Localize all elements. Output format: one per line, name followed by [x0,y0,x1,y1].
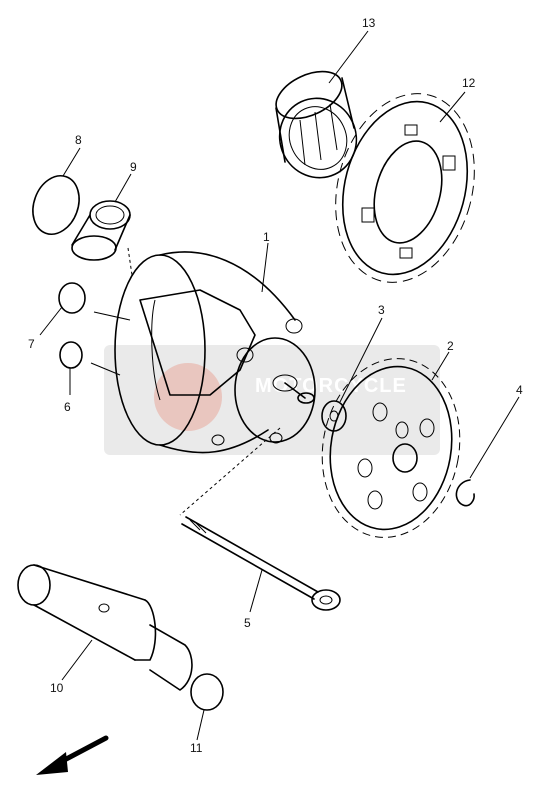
part-7-o-ring [58,282,86,314]
callout-1: 1 [263,230,270,244]
part-11-o-ring [190,673,224,711]
part-6-o-ring [59,341,83,369]
callout-12: 12 [462,76,476,90]
callout-4: 4 [516,383,523,397]
part-13-needle-bearing [275,70,358,179]
watermark-text: MOTORCYCLE [255,375,407,397]
part-4-circlip [455,479,475,507]
alignment-line [127,247,133,276]
part-1-oil-pump-assembly [114,251,316,454]
callout-3: 3 [378,303,385,317]
watermark: MOTORCYCLE [104,345,440,455]
callout-11: 11 [190,741,203,755]
part-10-pump-shaft [17,564,193,691]
callout-9: 9 [130,160,137,174]
part-12-sprocket [335,93,475,283]
part-5-bolt [181,516,341,611]
callout-13: 13 [362,16,376,30]
callout-5: 5 [244,616,251,630]
callout-10: 10 [50,681,64,695]
callout-7: 7 [28,337,35,351]
front-arrow-icon [36,735,109,775]
part-8-o-ring [32,175,80,235]
callout-2: 2 [447,339,454,353]
part-2-gear [321,358,461,538]
leader-lines [39,30,520,741]
alignment-line [179,427,281,516]
part-9-collar [71,200,131,261]
callout-8: 8 [75,133,82,147]
callout-6: 6 [64,400,71,414]
